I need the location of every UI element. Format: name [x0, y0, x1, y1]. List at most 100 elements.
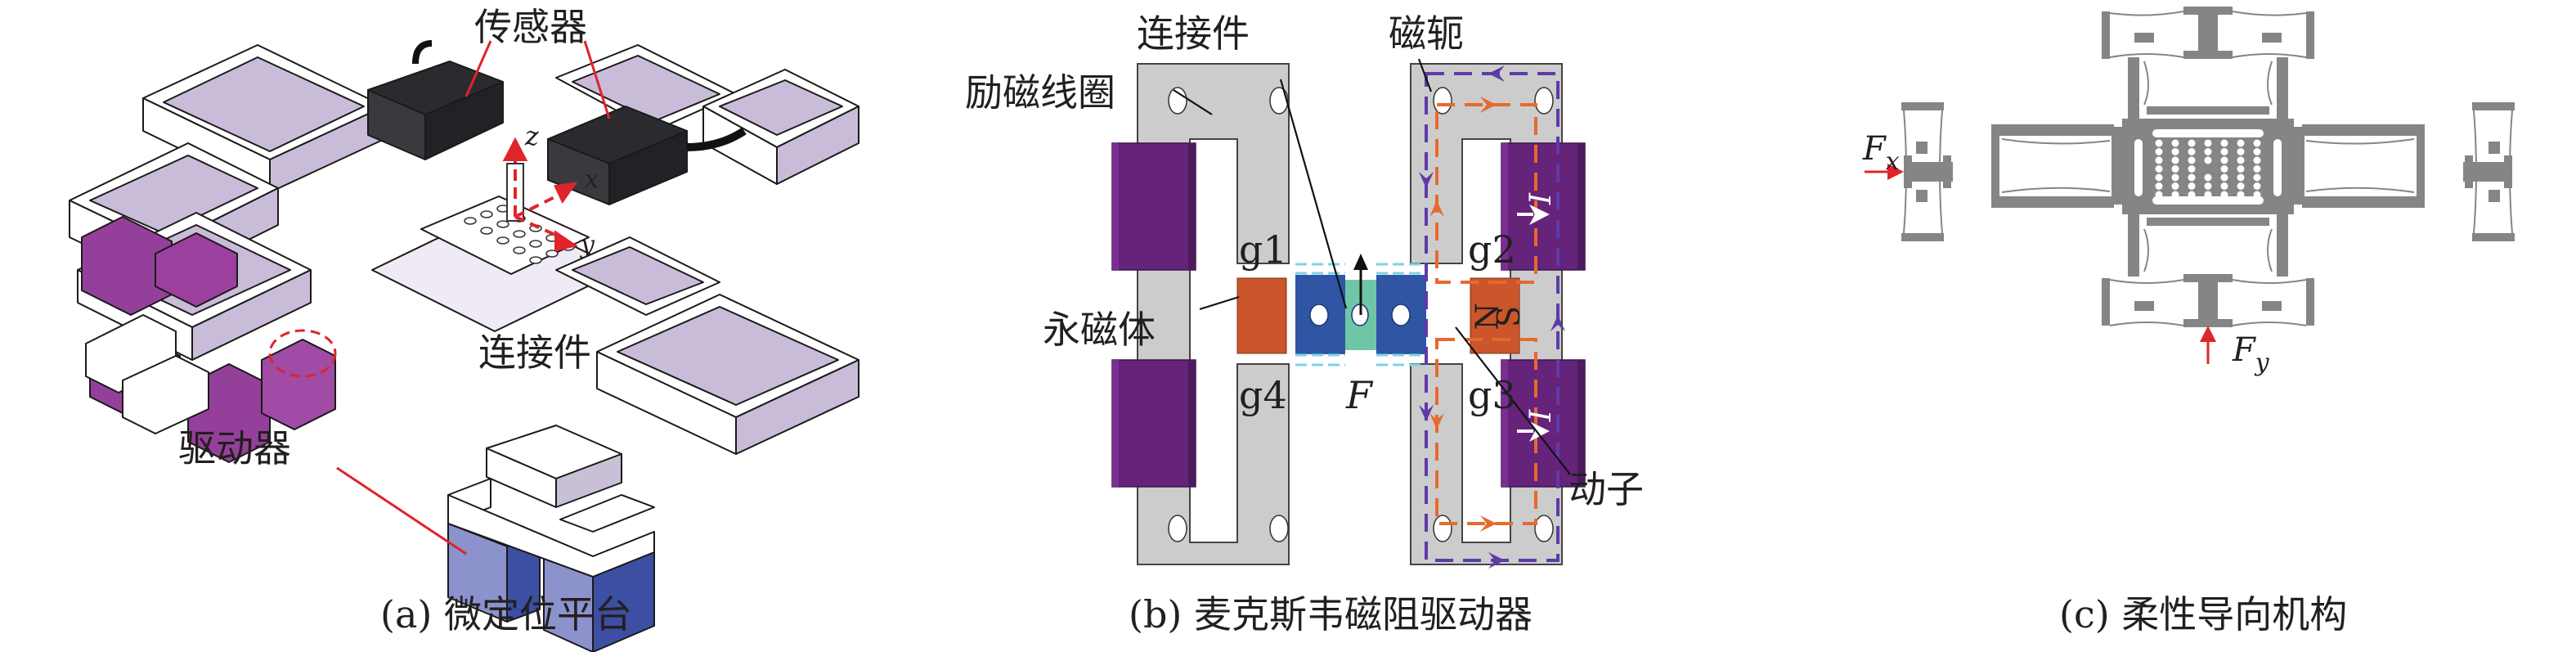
stage-hole	[2155, 182, 2163, 190]
stage-hole	[2155, 165, 2163, 173]
stage-hole	[2188, 191, 2196, 199]
label-force-f: F	[1346, 373, 1372, 417]
flexure-module-top	[2183, 7, 2233, 15]
force-x-arrow	[1887, 164, 1904, 180]
stage-hole	[2188, 182, 2196, 190]
air-gap-markers	[1295, 263, 1426, 366]
flux-path-orange-top	[1435, 103, 1537, 284]
coordinate-axes	[502, 137, 578, 252]
stage-hole	[2188, 156, 2196, 164]
stage-hole	[2155, 148, 2163, 155]
stage-hole	[2220, 139, 2228, 147]
stage-hole	[2155, 139, 2163, 147]
label-pole-s: S	[1491, 305, 1528, 328]
stage-holes	[2134, 129, 2282, 205]
caption-b: (b) 麦克斯韦磁阻驱动器	[1129, 592, 1533, 636]
coil-left-top	[1111, 142, 1196, 271]
stage-hole	[2171, 165, 2179, 173]
stage-hole	[2188, 165, 2196, 173]
flexure-beams	[1903, 11, 2513, 326]
yoke-holes	[1168, 87, 1554, 542]
stage-hole	[2171, 139, 2179, 147]
caption-a: (a) 微定位平台	[380, 592, 632, 636]
stage-isometric-drawing	[69, 40, 859, 652]
label-force-y: Fy	[2233, 331, 2269, 377]
actuator-schematic	[1111, 58, 1586, 569]
flux-paths	[1425, 72, 1560, 562]
flux-path-purple	[1425, 72, 1560, 562]
stage-hole	[2237, 173, 2245, 182]
stage-hole	[2237, 182, 2245, 190]
stage-hole	[2253, 182, 2261, 190]
label-current-bottom: I	[1524, 409, 1559, 422]
panel-a-micro-positioning-stage: 传感器 z x y 连接件 驱动器 (a) 微定位平台	[0, 0, 900, 652]
stage-hole	[2188, 148, 2196, 155]
stage-hole-grid	[2155, 139, 2261, 199]
permanent-magnet-left	[1236, 277, 1287, 354]
stage-hole	[2237, 148, 2245, 155]
stage-hole	[2155, 156, 2163, 164]
stage-hole	[2220, 165, 2228, 173]
flexure-mechanism-drawing	[1865, 7, 2515, 364]
label-axis-z: z	[525, 120, 539, 151]
stage-hole	[2204, 191, 2212, 199]
coil-right-bottom	[1501, 359, 1586, 488]
label-connector: 连接件	[478, 330, 591, 375]
stage-hole	[2171, 148, 2179, 155]
stage-hole	[2253, 139, 2261, 147]
axis-x-arrow	[554, 182, 578, 204]
stage-hole	[2237, 165, 2245, 173]
stage-hole	[2155, 173, 2163, 182]
panel-b-maxwell-reluctance-actuator: 连接件 磁轭 励磁线圈 永磁体 动子 g1 g2 g3 g4 F I I N S…	[940, 0, 1758, 652]
stage-hole	[2204, 156, 2212, 164]
caption-c: (c) 柔性导向机构	[2059, 592, 2348, 636]
stage-hole	[2171, 182, 2179, 190]
leader-lines-b	[1173, 58, 1571, 475]
label-permanent-magnet: 永磁体	[1043, 308, 1156, 352]
flux-arrows	[1419, 65, 1565, 569]
current-arrow-top	[1529, 205, 1550, 225]
stage-hole	[2253, 148, 2261, 155]
stage-hole	[2253, 165, 2261, 173]
stage-hole	[2237, 156, 2245, 164]
force-y-arrow	[2200, 326, 2216, 342]
stage-hole	[2188, 139, 2196, 147]
stage-hole	[2155, 191, 2163, 199]
stage-hole	[2237, 191, 2245, 199]
label-gap-g2: g2	[1468, 227, 1516, 272]
stage-hole	[2204, 182, 2212, 190]
axis-z-arrow	[502, 137, 528, 161]
axis-y-arrow	[554, 230, 578, 252]
stage-hole	[2188, 173, 2196, 182]
label-force-x: Fx	[1863, 130, 1900, 176]
stage-hole	[2204, 139, 2212, 147]
stage-hole	[2237, 139, 2245, 147]
label-actuator: 驱动器	[178, 426, 291, 470]
current-arrows	[1517, 205, 1550, 442]
stage-hole	[2220, 173, 2228, 182]
stage-hole	[2220, 148, 2228, 155]
coil-right-top	[1501, 142, 1586, 271]
stage-hole	[2220, 182, 2228, 190]
stage-hole	[2171, 191, 2179, 199]
stage-hole	[2171, 156, 2179, 164]
label-excitation-coil: 励磁线圈	[965, 70, 1115, 115]
force-arrow	[1353, 254, 1368, 270]
stage-hole	[2171, 173, 2179, 182]
label-yoke: 磁轭	[1389, 11, 1464, 56]
label-sensor: 传感器	[474, 5, 587, 49]
flexure-module-right	[2472, 102, 2515, 110]
label-mover: 动子	[1568, 467, 1644, 511]
label-connector-b: 连接件	[1137, 11, 1250, 56]
label-axis-x: x	[585, 165, 599, 194]
stage-hole	[2220, 191, 2228, 199]
label-gap-g4: g4	[1239, 373, 1287, 417]
flexure-body	[1901, 7, 2515, 327]
flexure-module-bottom	[2183, 274, 2233, 282]
stage-hole	[2220, 156, 2228, 164]
connector-highlight-circle	[268, 329, 337, 378]
current-arrow-bottom	[1529, 421, 1550, 442]
force-arrows	[1865, 164, 2216, 364]
label-gap-g1: g1	[1239, 227, 1287, 272]
label-current-top: I	[1524, 192, 1559, 205]
